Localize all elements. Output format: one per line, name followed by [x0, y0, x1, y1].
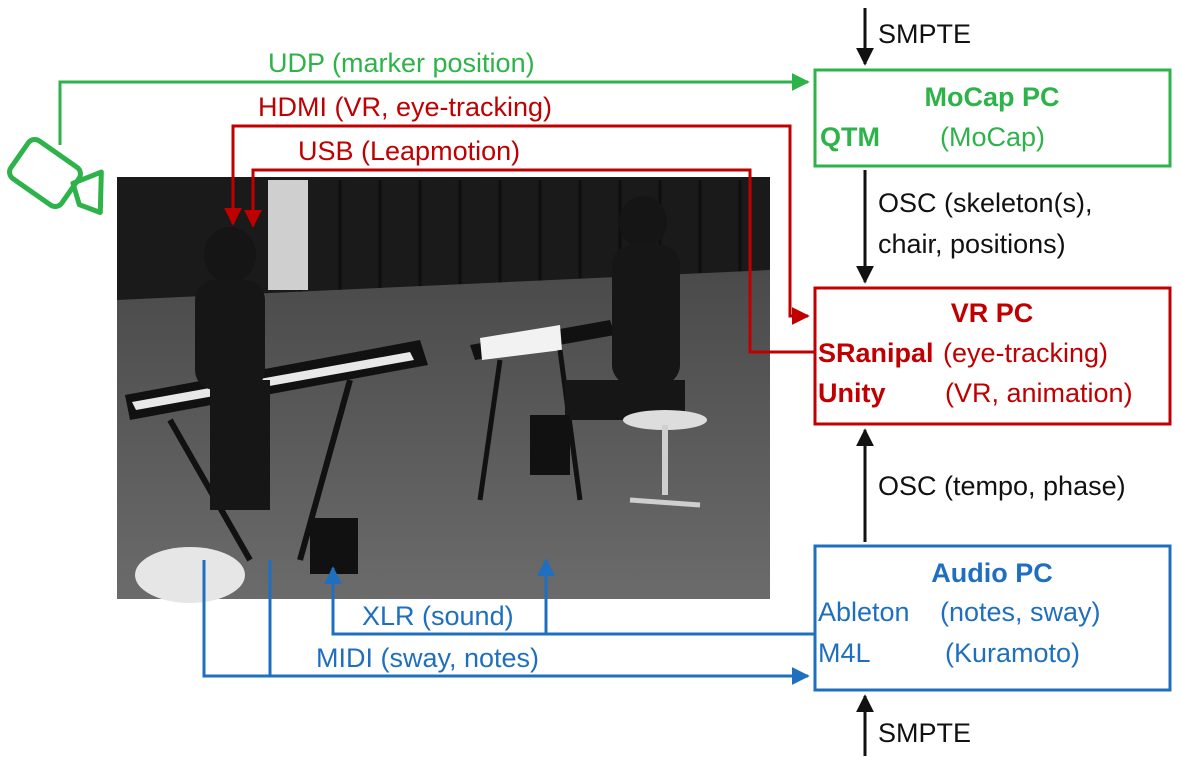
audio-pc-box — [813, 544, 1172, 692]
photo-two-pianists — [117, 177, 770, 603]
audio-ableton-name: Ableton — [818, 597, 910, 627]
audio-m4l-name: M4L — [818, 638, 871, 668]
vr-sranipal-name: SRanipal — [818, 338, 934, 368]
mocap-pc-title: MoCap PC — [925, 82, 1060, 112]
udp-line — [58, 73, 810, 145]
mocap-qtm-name: QTM — [820, 122, 880, 152]
midi-label: MIDI (sway, notes) — [316, 643, 539, 673]
audio-ableton-desc: (notes, sway) — [940, 597, 1101, 627]
vr-pc-box — [813, 286, 1172, 426]
smpte-bottom-label: SMPTE — [878, 718, 971, 748]
video-camera-icon — [7, 137, 104, 215]
audio-pc-title: Audio PC — [931, 558, 1053, 588]
mocap-qtm-desc: (MoCap) — [940, 122, 1045, 152]
midi-line — [202, 560, 810, 685]
osc-audio-vr-label: OSC (tempo, phase) — [878, 471, 1126, 501]
vr-pc-title: VR PC — [951, 298, 1034, 328]
hdmi-label: HDMI (VR, eye-tracking) — [258, 92, 552, 122]
vr-unity-name: Unity — [818, 378, 886, 408]
xlr-label: XLR (sound) — [362, 601, 514, 631]
usb-line — [251, 168, 815, 354]
osc-mocap-vr-label-1: OSC (skeleton(s), — [878, 188, 1093, 218]
mocap-pc-box — [813, 68, 1172, 168]
vr-sranipal-desc: (eye-tracking) — [943, 338, 1108, 368]
usb-label: USB (Leapmotion) — [298, 136, 520, 166]
audio-m4l-desc: (Kuramoto) — [945, 638, 1080, 668]
vr-unity-desc: (VR, animation) — [945, 378, 1133, 408]
osc-mocap-vr-label-2: chair, positions) — [878, 229, 1066, 259]
xlr-line-left — [324, 566, 815, 636]
udp-label: UDP (marker position) — [268, 48, 535, 78]
smpte-top-label: SMPTE — [878, 19, 971, 49]
